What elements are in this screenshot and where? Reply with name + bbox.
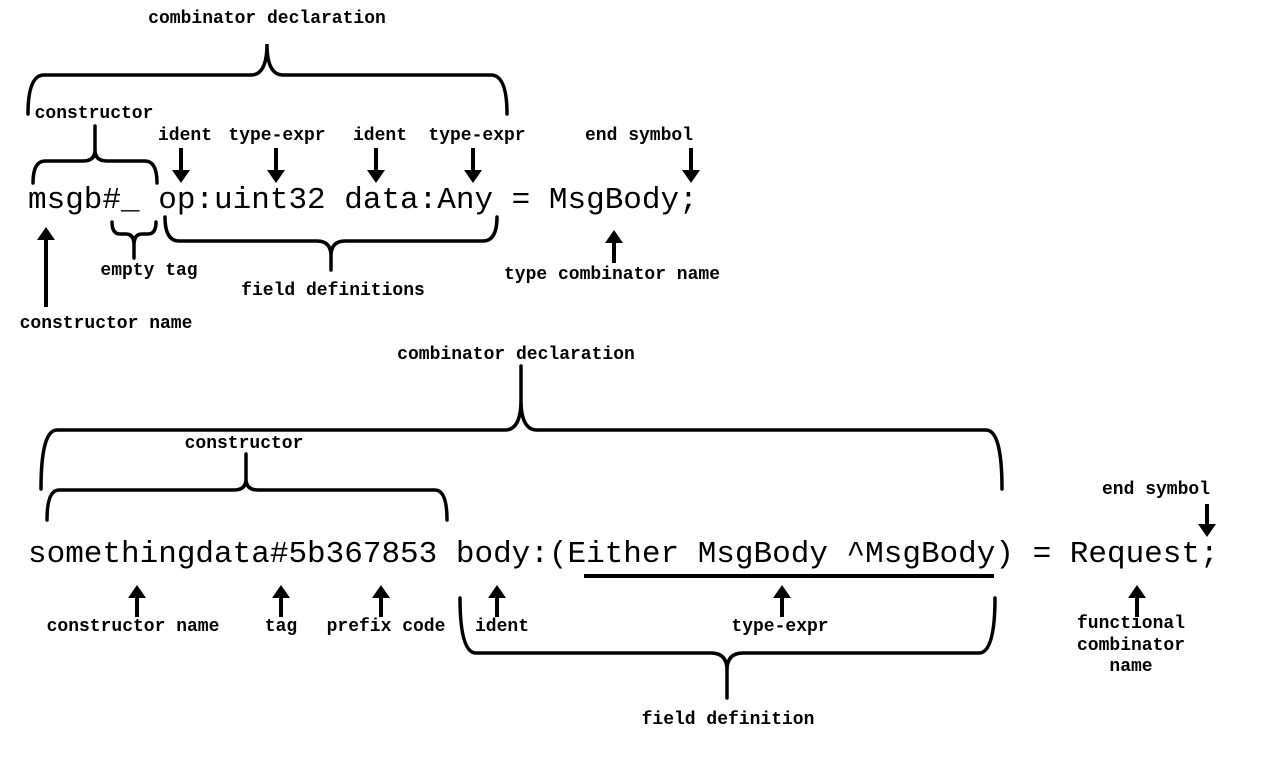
arrow-up-icon-functional-combinator-name	[1128, 585, 1146, 617]
code-line-functional-combinator: somethingdata#5b367853 body:(Either MsgB…	[28, 537, 1219, 572]
arrow-up-icon-type-expr-bottom	[773, 585, 791, 617]
label-type-expr-bottom: type-expr	[731, 617, 829, 637]
label-end-symbol-top: end symbol	[584, 126, 694, 146]
label-constructor-top: constructor	[34, 104, 154, 124]
code-line-type-combinator: msgb#_ op:uint32 data:Any = MsgBody;	[28, 183, 698, 218]
brace-field-definition	[458, 596, 997, 700]
arrow-down-icon-type-expr-1	[267, 148, 285, 183]
label-constructor-bottom: constructor	[184, 434, 304, 454]
label-prefix-code: prefix code	[326, 617, 446, 637]
label-constructor-name-top: constructor name	[19, 314, 193, 334]
label-constructor-name-bottom: constructor name	[46, 617, 220, 637]
arrow-down-icon-type-expr-2	[464, 148, 482, 183]
label-functional-combinator-name: functional combinator name	[1076, 614, 1186, 677]
arrow-up-icon-constructor-name-bottom	[128, 585, 146, 617]
label-ident-1: ident	[157, 126, 213, 146]
label-field-definition: field definition	[641, 710, 815, 730]
arrow-up-icon-type-combinator-name	[605, 230, 623, 263]
arrow-down-icon-ident-2	[367, 148, 385, 183]
brace-constructor-top	[31, 124, 159, 185]
brace-combinator-declaration-top	[26, 43, 509, 116]
arrow-up-icon-constructor-name-top	[37, 227, 55, 307]
label-type-expr-2: type-expr	[428, 126, 526, 146]
arrow-up-icon-prefix-code	[372, 585, 390, 617]
label-tag: tag	[264, 617, 298, 637]
label-combinator-declaration-top: combinator declaration	[148, 9, 386, 29]
arrow-up-icon-ident-bottom	[488, 585, 506, 617]
label-field-definitions: field definitions	[241, 281, 425, 301]
label-end-symbol-bottom: end symbol	[1101, 480, 1211, 500]
arrow-down-icon-ident-1	[172, 148, 190, 183]
label-combinator-declaration-bottom: combinator declaration	[397, 345, 635, 365]
label-type-expr-1: type-expr	[228, 126, 326, 146]
brace-combinator-declaration-bottom	[39, 364, 1004, 491]
brace-field-definitions	[163, 215, 499, 272]
arrow-up-icon-tag	[272, 585, 290, 617]
brace-constructor-bottom	[45, 452, 449, 522]
arrow-down-icon-end-symbol-bottom	[1198, 504, 1216, 537]
label-empty-tag: empty tag	[100, 261, 198, 281]
label-ident-bottom: ident	[474, 617, 530, 637]
brace-empty-tag	[110, 220, 158, 260]
label-ident-2: ident	[352, 126, 408, 146]
arrow-down-icon-end-symbol-top	[682, 148, 700, 183]
label-type-combinator-name: type combinator name	[503, 265, 721, 285]
